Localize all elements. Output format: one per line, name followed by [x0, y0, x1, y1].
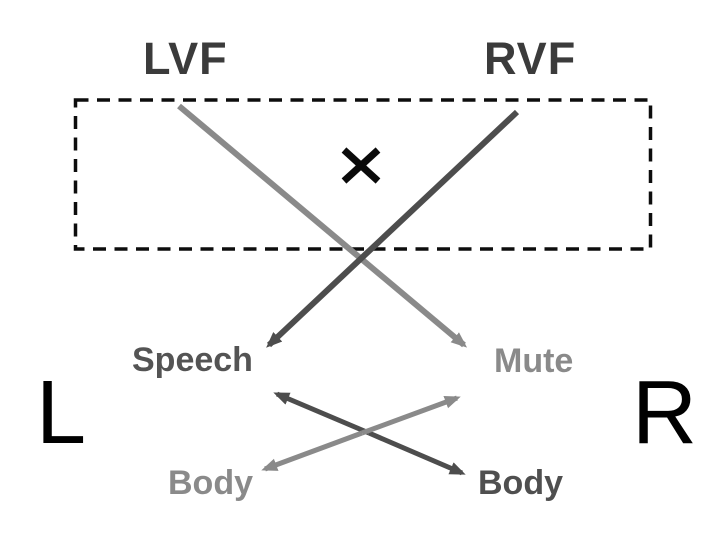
rvf-label: RVF: [484, 33, 577, 84]
body-left-label: Body: [168, 464, 253, 502]
speech-label: Speech: [132, 341, 253, 379]
mute-label: Mute: [494, 342, 574, 380]
lvf-to-mute-arrow: [177, 103, 468, 348]
speech-body-double-arrow: [273, 391, 466, 476]
body-mute-double-arrow: [261, 395, 461, 472]
left-hemisphere-label: L: [36, 363, 87, 463]
body-right-label: Body: [478, 464, 563, 502]
fixation-cross-icon: [341, 147, 381, 184]
right-hemisphere-label: R: [632, 363, 697, 463]
rvf-to-speech-arrow: [266, 109, 520, 348]
lvf-label: LVF: [143, 33, 228, 84]
visual-field-box: [73, 98, 653, 251]
